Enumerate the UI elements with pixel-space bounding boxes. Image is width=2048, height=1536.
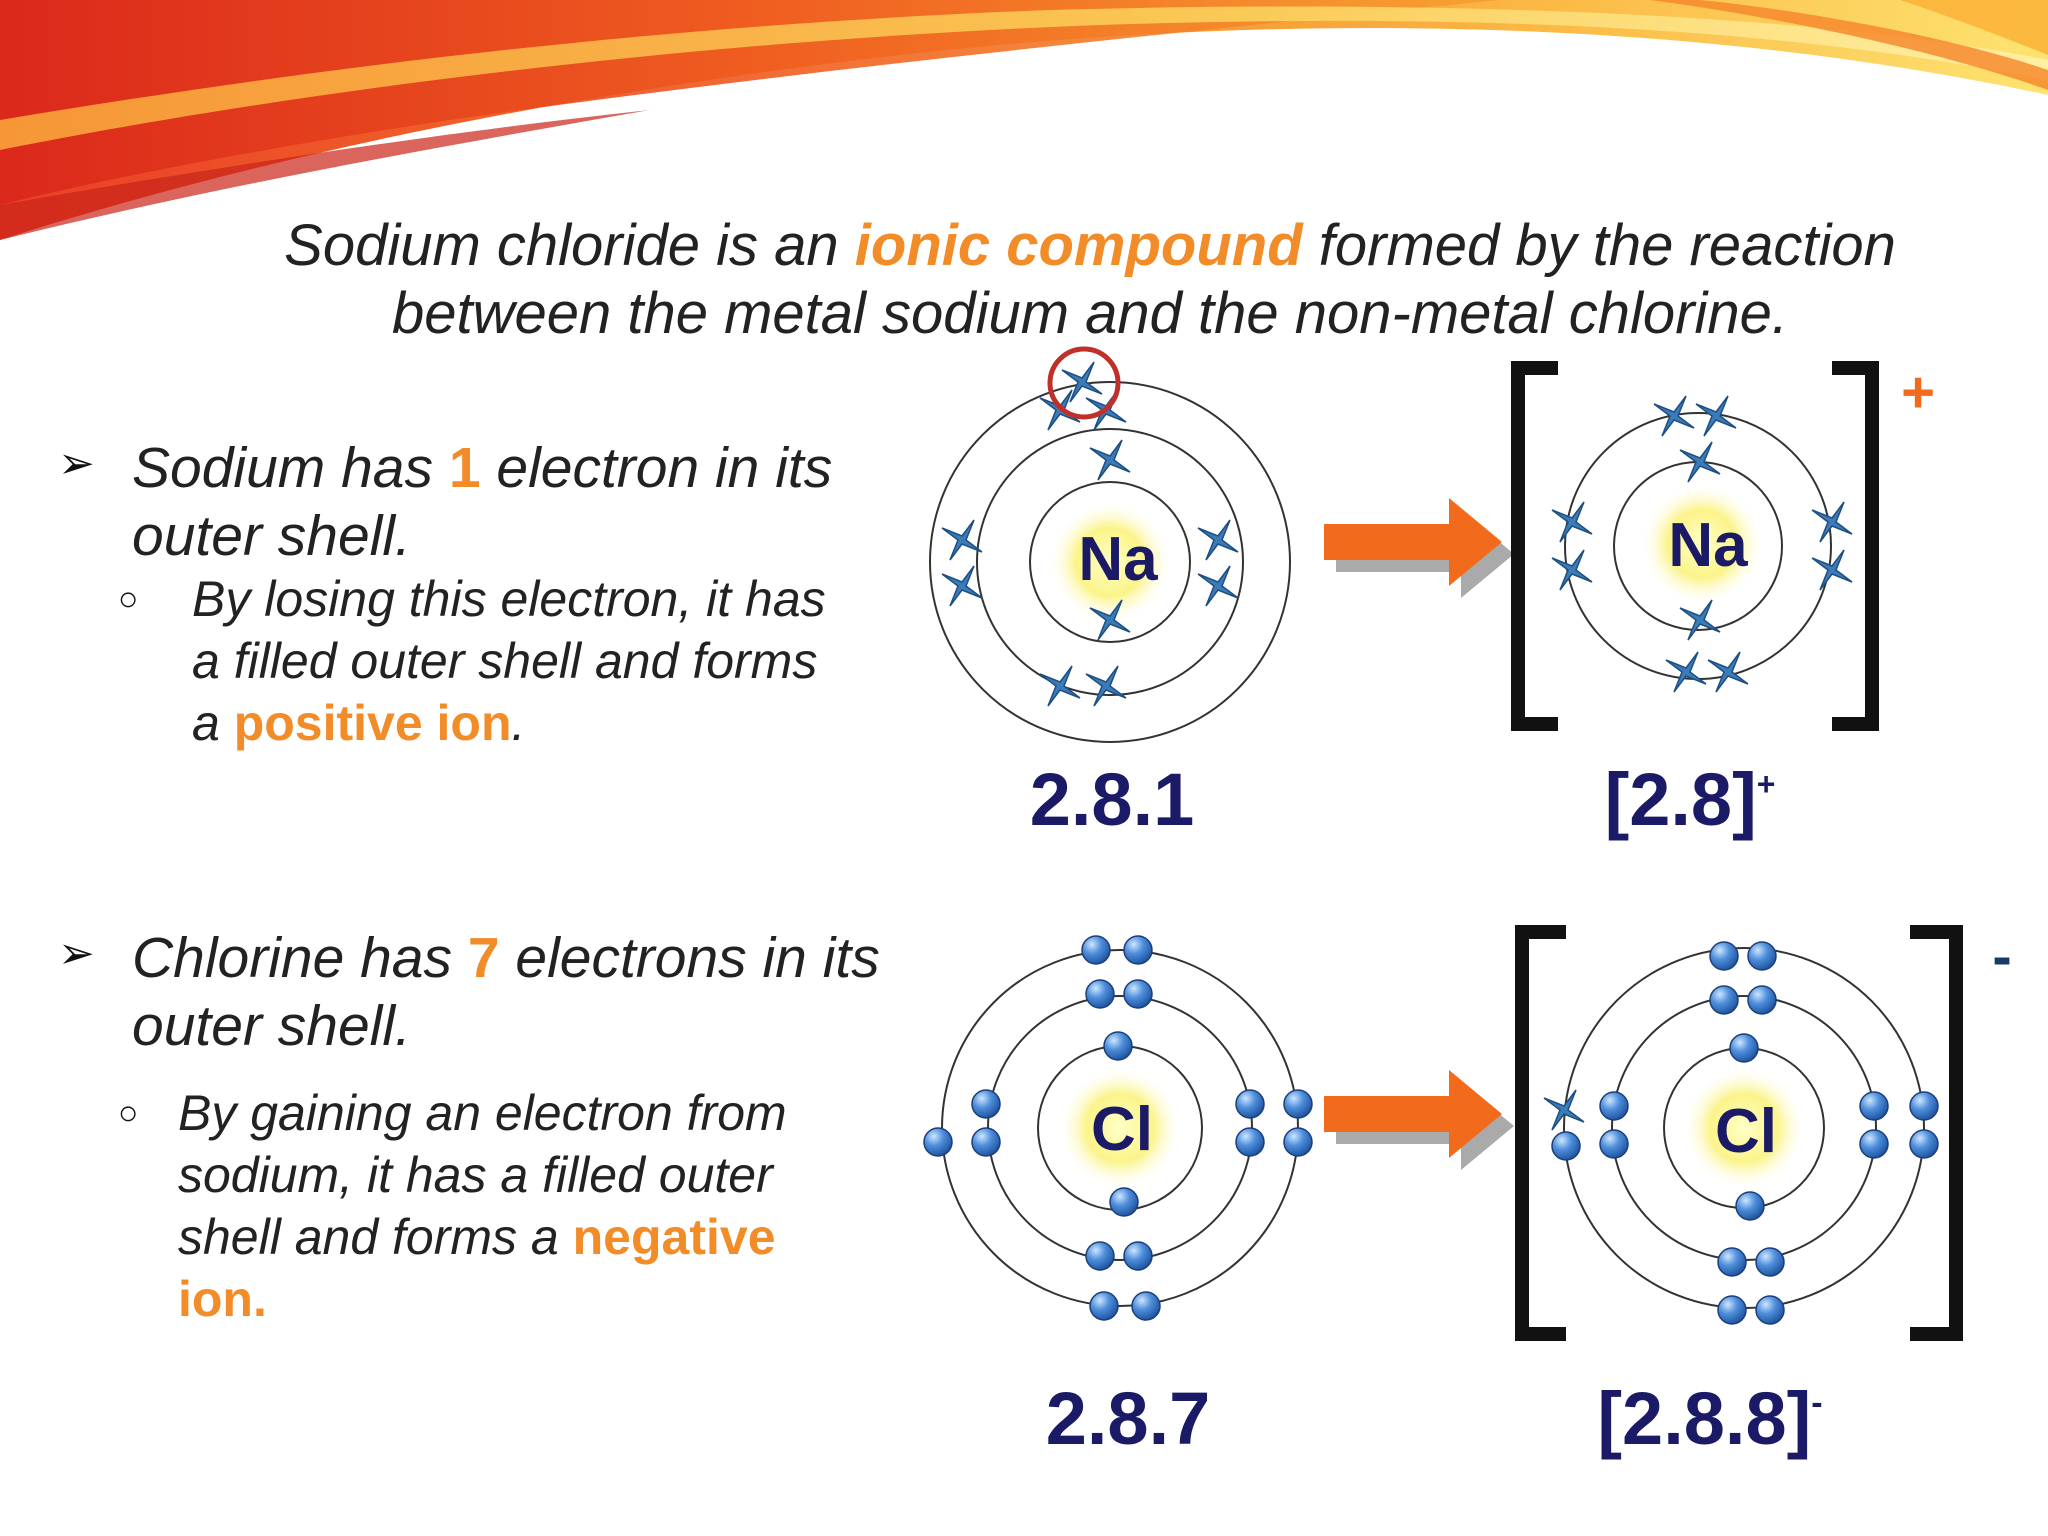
chlorine-bullet: Chlorine has 7 electrons in its outer sh… — [132, 924, 942, 1060]
chloride-ion-config: [2.8.8]- — [1597, 1377, 1822, 1460]
sodium-ion-config-charge: + — [1757, 766, 1776, 802]
arrow-bullet-icon: ➢ — [58, 439, 95, 488]
sodium-sub-after: . — [511, 695, 526, 751]
chloride-ion-config-text: [2.8.8] — [1597, 1377, 1811, 1460]
chlorine-atom: Cl — [923, 935, 1313, 1321]
chlorine-sub-before: By gaining an electron from sodium, it h… — [178, 1085, 787, 1265]
sodium-subpoint: By losing this electron, it has a filled… — [192, 568, 852, 754]
sub-bullet-icon: ○ — [118, 1094, 139, 1132]
sodium-atom: Na — [929, 346, 1291, 743]
left-bracket — [1511, 361, 1558, 731]
sodium-ion: + Na — [1511, 360, 1935, 731]
positive-ion-highlight: positive ion — [233, 695, 512, 751]
ion-charge-minus: - — [1992, 924, 2011, 989]
chloride-ion: - Cl — [1515, 924, 2012, 1341]
sodium-electron-count: 1 — [448, 436, 481, 500]
sodium-atom-symbol: Na — [1078, 525, 1158, 594]
chlorine-electron-count: 7 — [467, 926, 500, 990]
slide-title: Sodium chloride is an ionic compound for… — [200, 212, 1980, 348]
sodium-ion-config-text: [2.8] — [1605, 758, 1757, 841]
title-text-after: formed by the reaction between the metal… — [391, 213, 1896, 346]
negative-ion-highlight: negative ion. — [178, 1209, 776, 1327]
arrow-bullet-icon: ➢ — [58, 929, 95, 978]
chlorine-bullet-after: electrons in its outer shell. — [132, 926, 880, 1058]
ion-charge-plus: + — [1901, 360, 1935, 425]
lost-electron-marker — [1047, 346, 1121, 420]
chlorine-atom-symbol: Cl — [1091, 1095, 1153, 1164]
sodium-sub-before: By losing this electron, it has a filled… — [192, 571, 826, 751]
chloride-ion-symbol: Cl — [1715, 1097, 1777, 1166]
chloride-ion-config-charge: - — [1811, 1384, 1822, 1422]
chlorine-atom-config: 2.8.7 — [1046, 1377, 1211, 1460]
left-bracket — [1515, 925, 1566, 1341]
sodium-ion-symbol: Na — [1668, 511, 1748, 580]
sodium-atom-config: 2.8.1 — [1030, 758, 1195, 841]
sub-bullet-icon: ○ — [118, 580, 139, 618]
reaction-arrow-icon — [1324, 1070, 1514, 1170]
chlorine-bullet-before: Chlorine has — [132, 926, 468, 990]
reaction-arrow-icon — [1324, 498, 1514, 598]
header-banner — [0, 0, 2048, 240]
title-highlight: ionic compound — [854, 213, 1303, 278]
sodium-bullet: Sodium has 1 electron in its outer shell… — [132, 434, 912, 570]
dot-electron-icon — [923, 935, 1313, 1321]
dot-electron-icon — [1551, 941, 1939, 1325]
sodium-bullet-before: Sodium has — [132, 436, 449, 500]
right-bracket — [1910, 925, 1963, 1341]
sodium-ion-config: [2.8]+ — [1605, 758, 1776, 841]
chlorine-subpoint: By gaining an electron from sodium, it h… — [178, 1082, 868, 1330]
title-text-before: Sodium chloride is an — [284, 213, 855, 278]
right-bracket — [1832, 361, 1879, 731]
sodium-bullet-after: electron in its outer shell. — [132, 436, 833, 568]
